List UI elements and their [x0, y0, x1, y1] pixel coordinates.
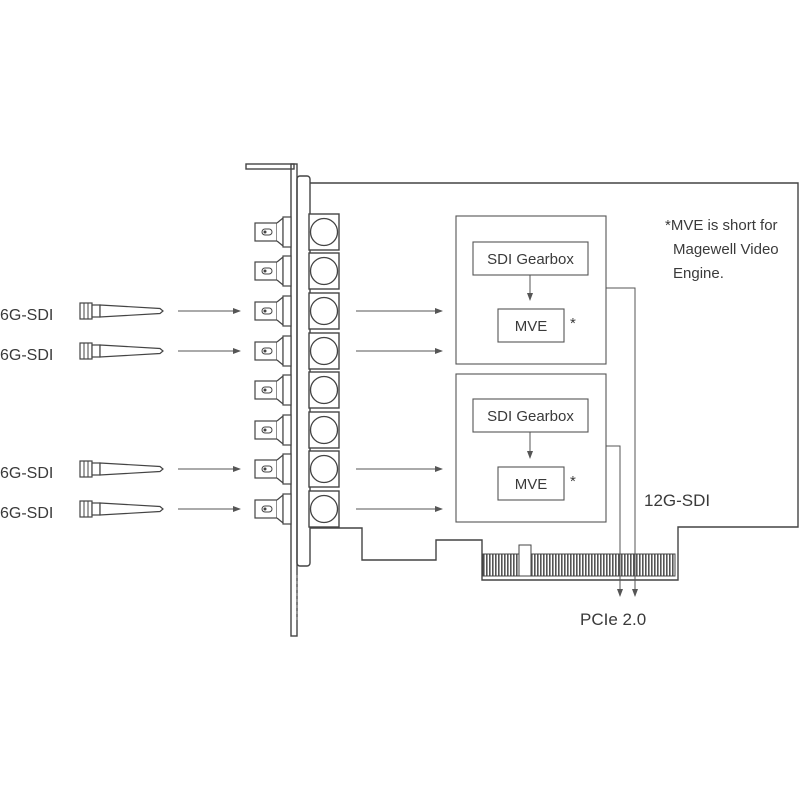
mve-label-2: MVE	[515, 476, 548, 493]
bnc-connector-2	[254, 252, 340, 290]
processing-module-2: SDI Gearbox MVE *	[455, 373, 607, 523]
input-cables	[79, 302, 164, 518]
note-line-3: Engine.	[673, 265, 724, 282]
mve-asterisk-2: *	[570, 473, 576, 490]
sdi-gearbox-label-2: SDI Gearbox	[487, 408, 574, 425]
sdi-gearbox-label-1: SDI Gearbox	[487, 251, 574, 268]
bnc-connector-stack	[254, 213, 340, 528]
mve-box-1	[497, 308, 565, 343]
bnc-connector-6	[254, 411, 340, 449]
note-line-1: *MVE is short for	[665, 217, 778, 234]
mve-box-2	[497, 466, 565, 501]
card-outline	[310, 182, 799, 581]
bnc-connector-7	[254, 450, 340, 488]
input-label-1: 6G-SDI	[0, 307, 53, 324]
input-label-3: 6G-SDI	[0, 465, 53, 482]
bnc-connector-1	[254, 213, 340, 251]
mve-label-1: MVE	[515, 318, 548, 335]
bnc-connector-3	[254, 292, 340, 330]
bnc-connector-4	[254, 332, 340, 370]
sdi-cable-4	[79, 500, 164, 518]
signal-arrows	[356, 308, 443, 512]
sdi-cable-1	[79, 302, 164, 320]
processing-module-1: SDI Gearbox MVE *	[455, 215, 607, 365]
input-arrows	[178, 308, 241, 512]
sdi-gearbox-box-2	[472, 398, 589, 433]
bnc-connector-5	[254, 371, 340, 409]
sdi-cable-3	[79, 460, 164, 478]
output-12g-sdi-label: 12G-SDI	[644, 491, 710, 510]
input-label-4: 6G-SDI	[0, 505, 53, 522]
mve-asterisk-1: *	[570, 315, 576, 332]
sdi-cable-2	[79, 342, 164, 360]
mve-footnote: *MVE is short for Magewell Video Engine.	[665, 217, 779, 282]
sdi-gearbox-box-1	[472, 241, 589, 276]
input-label-2: 6G-SDI	[0, 347, 53, 364]
note-line-2: Magewell Video	[673, 241, 779, 258]
pcie-edge-connector	[482, 544, 676, 577]
pcie-bus-label: PCIe 2.0	[580, 610, 646, 629]
bnc-connector-8	[254, 490, 340, 528]
pcie-routing-lines	[606, 287, 638, 597]
